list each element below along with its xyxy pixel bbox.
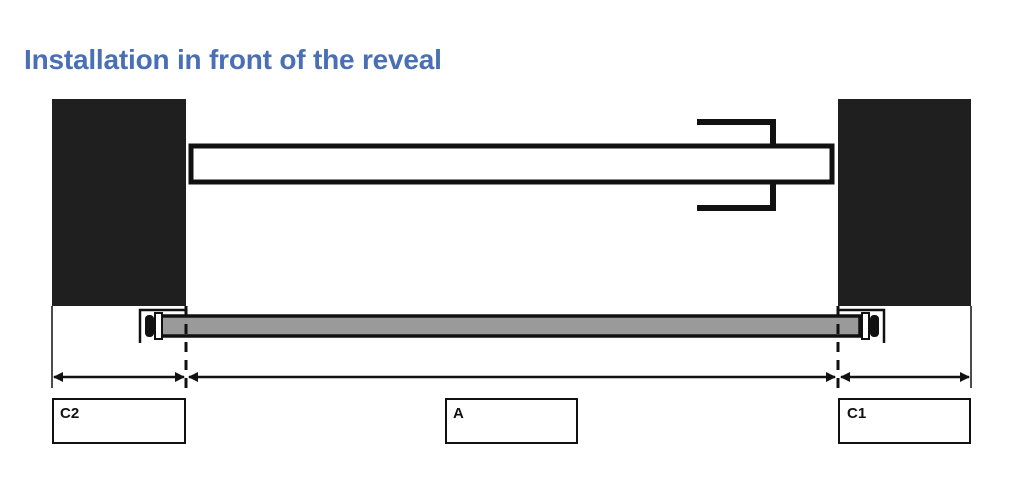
label-a: A bbox=[453, 405, 464, 422]
label-c2: C2 bbox=[60, 405, 79, 422]
right-end-stop bbox=[838, 308, 886, 343]
left-wall bbox=[52, 99, 186, 306]
left-end-stop bbox=[138, 308, 186, 343]
right-wall bbox=[838, 99, 971, 306]
diagram-title: Installation in front of the reveal bbox=[24, 44, 442, 75]
label-box-a bbox=[445, 398, 578, 444]
door-leaf bbox=[188, 143, 835, 185]
handle-bracket-top bbox=[697, 119, 776, 146]
label-c1: C1 bbox=[847, 405, 866, 422]
label-box-c2 bbox=[52, 398, 186, 444]
track-rail bbox=[159, 314, 862, 338]
handle-bracket-bottom bbox=[697, 182, 776, 211]
label-box-c1 bbox=[838, 398, 971, 444]
